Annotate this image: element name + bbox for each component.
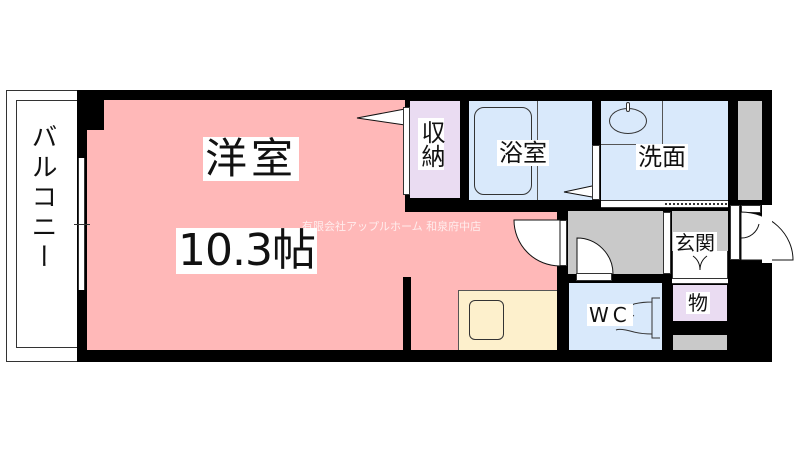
- watermark: 有限会社アップルホーム 和泉府中店: [302, 220, 482, 233]
- entry-partition: [663, 212, 671, 274]
- front-door-frame: [730, 205, 740, 260]
- kitchen-sink-icon: [469, 300, 504, 340]
- wc-door-swing-icon: [576, 237, 614, 275]
- wc-label: WC: [587, 303, 633, 327]
- wall-stub: [403, 277, 411, 350]
- washroom-label: 洗面: [636, 143, 688, 171]
- window-mullion: [74, 224, 90, 225]
- bath-door-panel: [592, 145, 600, 200]
- entrance-step: [672, 251, 728, 279]
- closet-top-rail: [672, 279, 728, 284]
- washroom-partition-dashes: [665, 203, 727, 205]
- room-door-swing-icon: [513, 219, 561, 267]
- bath-door-icon: [563, 185, 593, 198]
- balcony-inner-rail: [16, 100, 80, 348]
- wc-door-panel: [576, 273, 612, 281]
- faucet-icon: [626, 102, 630, 112]
- western-room-label: 洋室: [203, 134, 300, 183]
- western-room-size: 10.3帖: [176, 225, 317, 276]
- balcony-label: バルコニー: [27, 123, 57, 273]
- utility-space: [673, 335, 727, 350]
- storage-label: 収納: [417, 118, 445, 170]
- western-room-lower-ext: [410, 285, 458, 350]
- storage-door-panel: [403, 107, 410, 195]
- western-room-upper: [104, 100, 405, 132]
- entrance-label: 玄関: [673, 231, 717, 255]
- outer-wall-gap: [762, 205, 772, 263]
- closet-label: 物: [686, 291, 710, 315]
- washroom-partition: [601, 200, 728, 208]
- bathroom-label: 浴室: [497, 139, 549, 167]
- storage-door-icon: [356, 108, 406, 126]
- entry-arrow-icon: [692, 255, 708, 271]
- shoe-cabinet: [738, 101, 762, 200]
- sink-counter: [601, 101, 663, 145]
